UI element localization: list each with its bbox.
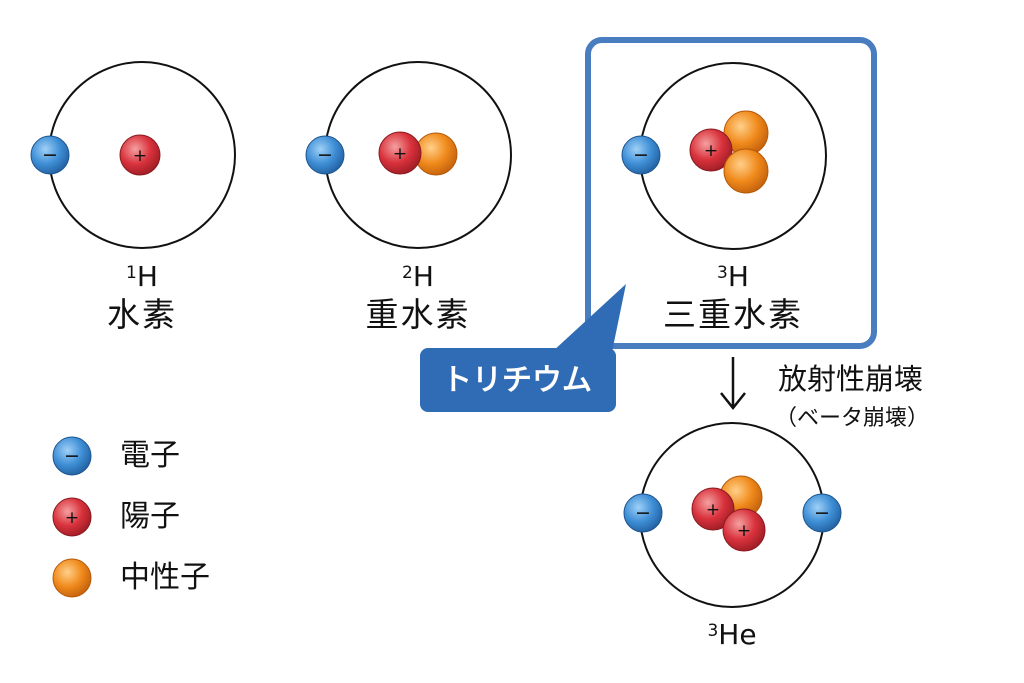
electron: − [802,493,842,533]
hydrogen-isotope-label: 1H [92,262,192,292]
svg-text:+: + [706,500,720,520]
mass-number: 3 [717,263,728,283]
element-symbol: H [727,260,749,293]
svg-text:−: − [635,502,651,524]
tritium-atom: + − [621,62,827,250]
proton: + [378,131,422,175]
legend-electron-marker: − [52,436,92,476]
legend-electron-label: 電子 [120,438,180,473]
hydrogen-atom: + − [30,61,236,249]
proton: + [691,487,735,531]
legend-neutron-marker [52,558,92,598]
svg-text:−: − [42,144,58,166]
radioactive-decay-label: 放射性崩壊 [778,362,924,396]
helium3-atom: + + − − [623,422,842,608]
svg-text:+: + [133,146,147,166]
svg-text:−: − [633,144,649,166]
element-symbol: H [136,260,158,293]
deuterium-atom: + − [305,61,512,249]
svg-text:−: − [64,445,80,467]
element-symbol: He [718,618,757,651]
tritium-callout-text: トリチウム [442,363,592,398]
mass-number: 2 [402,263,413,283]
proton: + [689,128,733,172]
svg-text:−: − [814,502,830,524]
hydrogen-name: 水素 [107,295,177,334]
deuterium-isotope-label: 2H [368,262,468,292]
svg-text:−: − [317,144,333,166]
decay-arrow [720,357,746,411]
tritium-name: 三重水素 [663,295,803,334]
legend-proton-label: 陽子 [120,499,180,534]
tritium-highlight-frame [585,37,877,349]
proton: + [722,508,766,552]
proton: + [119,134,161,176]
element-symbol: H [412,260,434,293]
tritium-isotope-label: 3H [683,262,783,292]
electron: − [30,135,70,175]
svg-text:+: + [65,508,79,528]
legend-proton-marker: + [52,497,92,537]
mass-number: 3 [707,621,719,641]
electron: − [623,493,663,533]
neutron [723,148,769,194]
mass-number: 1 [126,263,137,283]
deuterium-name: 重水素 [365,295,471,334]
helium3-isotope-label: 3He [682,620,782,650]
svg-text:+: + [737,521,751,541]
electron: − [305,135,345,175]
svg-text:+: + [393,144,407,164]
beta-decay-label: （ベータ崩壊） [775,406,930,431]
tritium-callout-bubble [420,284,626,412]
electron: − [621,135,661,175]
legend-neutron-label: 中性子 [120,560,210,595]
svg-text:+: + [704,141,718,161]
